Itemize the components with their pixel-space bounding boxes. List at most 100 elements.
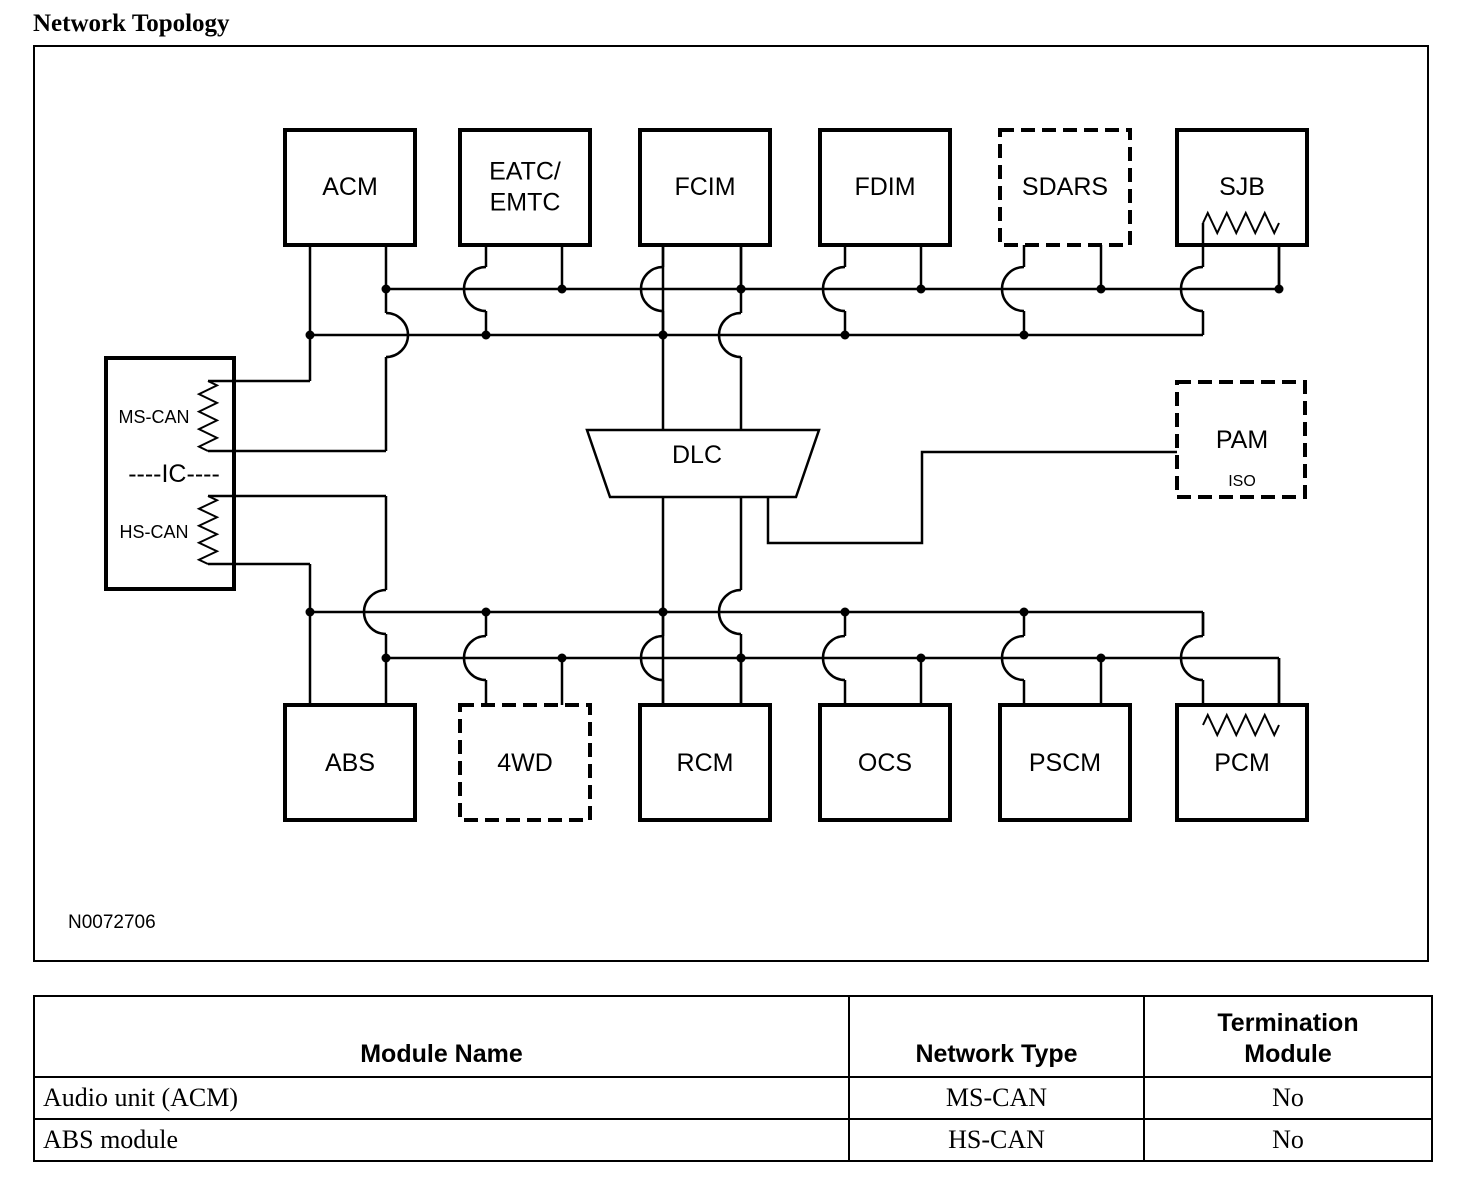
wire-crossover (362, 588, 387, 636)
wire-crossover (1000, 265, 1025, 313)
wire-crossover (1000, 634, 1025, 682)
module-label: ACM (322, 173, 378, 201)
junction-dot (916, 653, 926, 663)
wire-crossover (1179, 634, 1204, 682)
wire-crossover (821, 634, 846, 682)
table-row: Audio unit (ACM) MS-CAN No (33, 1076, 1433, 1120)
junction-dot (481, 607, 491, 617)
module-sdars: SDARS (998, 128, 1132, 247)
pam-label: PAM (1216, 426, 1268, 454)
junction-dot (1019, 330, 1029, 340)
iso-wire (766, 450, 1177, 545)
wire-crossover (639, 265, 664, 313)
module-fcim: FCIM (638, 128, 772, 247)
module-label: FDIM (854, 173, 915, 201)
junction-dot (305, 607, 315, 617)
module-label: SJB (1219, 173, 1265, 201)
module-label: PCM (1214, 749, 1270, 777)
module-box (818, 703, 952, 822)
page-title: Network Topology (33, 10, 230, 37)
junction-dot (557, 284, 567, 294)
module-pam: PAM ISO (1175, 380, 1307, 499)
dlc-connector: DLC (585, 428, 821, 499)
termination-resistor-icon (196, 380, 220, 452)
module-label: SDARS (1022, 173, 1108, 201)
wire-crossover (462, 634, 487, 682)
module-box (283, 128, 417, 247)
wire-crossover (717, 588, 742, 636)
module-box (998, 703, 1132, 822)
module-label: PSCM (1029, 749, 1101, 777)
ic-label: ----IC---- (128, 460, 220, 488)
termination-cell: No (1143, 1118, 1433, 1162)
module-box (458, 703, 592, 822)
network-type-cell: MS-CAN (848, 1076, 1145, 1120)
junction-dot (736, 653, 746, 663)
ms-can-label: MS-CAN (119, 407, 190, 427)
wire-crossover (1179, 265, 1204, 313)
module-rcm: RCM (638, 703, 772, 822)
module-eatc-emtc: EATC/EMTC (458, 128, 592, 247)
junction-dot (916, 284, 926, 294)
junction-dot (481, 330, 491, 340)
module-box (1175, 380, 1307, 499)
junction-dot (305, 330, 315, 340)
pam-iso-label: ISO (1228, 473, 1256, 490)
junction-dot (1019, 607, 1029, 617)
diagram-reference-code: N0072706 (68, 912, 156, 933)
header-network-type: Network Type (848, 995, 1145, 1078)
header-module-name: Module Name (33, 995, 850, 1078)
module-box (638, 703, 772, 822)
junction-dot (1096, 284, 1106, 294)
module-box (458, 128, 592, 247)
wire-crossover (385, 311, 410, 359)
dlc-label: DLC (672, 441, 722, 469)
module-box (1175, 128, 1309, 247)
wire-crossover (821, 265, 846, 313)
module-ic: MS-CAN ----IC---- HS-CAN (104, 356, 236, 591)
module-label: EMTC (490, 189, 561, 217)
diagram-frame (33, 45, 1429, 962)
junction-dot (381, 284, 391, 294)
module-abs: ABS (283, 703, 417, 822)
module-label: RCM (677, 749, 734, 777)
module-box (283, 703, 417, 822)
termination-cell: No (1143, 1076, 1433, 1120)
termination-resistor-icon (196, 495, 220, 565)
module-label: 4WD (497, 749, 553, 777)
junction-dot (381, 653, 391, 663)
module-pscm: PSCM (998, 703, 1132, 822)
network-type-cell: HS-CAN (848, 1118, 1145, 1162)
wire-crossover (462, 265, 487, 313)
dlc-shape (585, 428, 821, 499)
junction-dot (1096, 653, 1106, 663)
module-4wd: 4WD (458, 703, 592, 822)
module-label: EATC/ (489, 158, 561, 186)
termination-resistor-icon (1202, 712, 1280, 738)
module-sjb: SJB (1175, 128, 1309, 247)
hs-can-label: HS-CAN (119, 522, 188, 542)
module-label: FCIM (674, 173, 735, 201)
module-label: ABS (325, 749, 375, 777)
wire-crossover (639, 634, 664, 682)
module-box (638, 128, 772, 247)
junction-dot (658, 607, 668, 617)
module-name-cell: Audio unit (ACM) (33, 1076, 850, 1120)
module-box (818, 128, 952, 247)
module-acm: ACM (283, 128, 417, 247)
wire-crossover (717, 311, 742, 359)
module-box (998, 128, 1132, 247)
table-row: ABS module HS-CAN No (33, 1118, 1433, 1162)
module-box (104, 356, 236, 591)
junction-dot (557, 653, 567, 663)
module-label: OCS (858, 749, 912, 777)
junction-dot (736, 284, 746, 294)
termination-resistor-icon (1202, 210, 1280, 236)
module-name-cell: ABS module (33, 1118, 850, 1162)
module-ocs: OCS (818, 703, 952, 822)
module-fdim: FDIM (818, 128, 952, 247)
